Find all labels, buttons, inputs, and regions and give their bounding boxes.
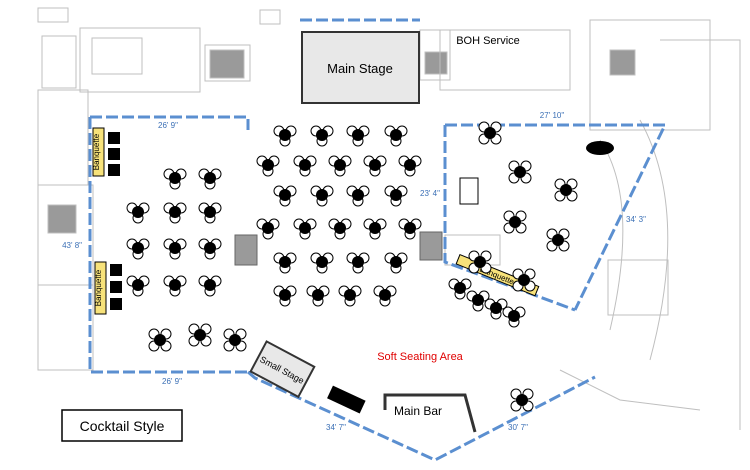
- main-bar: [383, 393, 477, 433]
- svg-text:Banquette: Banquette: [94, 269, 103, 306]
- cocktail-table: [273, 252, 297, 274]
- cocktail-table: [256, 155, 280, 177]
- soft-seat: [484, 298, 508, 320]
- cocktail-table: [363, 218, 387, 240]
- cocktail-table: [198, 202, 222, 224]
- cocktail-style-box: [61, 409, 183, 442]
- cocktail-table: [384, 125, 408, 147]
- dim-left-side: 43' 8": [62, 241, 82, 250]
- lounge-table: [223, 328, 247, 352]
- cocktail-table: [384, 252, 408, 274]
- cocktail-table: [373, 285, 397, 307]
- cocktail-table: [198, 275, 222, 297]
- dim-bottom-right: 30' 7": [508, 423, 528, 432]
- cocktail-table: [546, 228, 570, 252]
- cocktail-table: [306, 285, 330, 307]
- cocktail-table: [554, 178, 578, 202]
- dimension-labels: 26' 9" 27' 10" 43' 8" 26' 9" 23' 4" 34' …: [62, 111, 646, 432]
- soft-seat: [502, 306, 526, 328]
- dim-bottom-left: 26' 9": [162, 377, 182, 386]
- cocktail-table: [256, 218, 280, 240]
- cocktail-table: [398, 218, 422, 240]
- banquette-mid: Banquette: [94, 261, 122, 315]
- cocktail-table: [273, 285, 297, 307]
- dim-bottom-mid: 34' 7": [326, 423, 346, 432]
- main-bar-label: Main Bar: [394, 404, 442, 418]
- cocktail-table: [126, 275, 150, 297]
- cocktail-table: [126, 238, 150, 260]
- cocktail-table: [273, 185, 297, 207]
- cocktail-table: [503, 210, 527, 234]
- cocktail-table: [508, 160, 532, 184]
- conference-table: [586, 141, 614, 155]
- cocktail-table: [310, 252, 334, 274]
- cocktail-table: [363, 155, 387, 177]
- dim-top-left: 26' 9": [158, 121, 178, 130]
- cocktail-table: [310, 125, 334, 147]
- cocktail-table: [293, 218, 317, 240]
- main-stage: [301, 31, 420, 104]
- main-stage-label: Main Stage: [327, 61, 393, 76]
- cocktail-table: [346, 185, 370, 207]
- cocktail-table: [273, 125, 297, 147]
- cocktail-table: [293, 155, 317, 177]
- cocktail-table: [346, 252, 370, 274]
- cocktail-table: [398, 155, 422, 177]
- small-stage: Small Stage: [249, 340, 316, 399]
- cocktail-table: [478, 121, 502, 145]
- cocktail-tables: [126, 121, 614, 412]
- cocktail-table: [163, 275, 187, 297]
- cocktail-table: [198, 168, 222, 190]
- cocktail-table: [310, 185, 334, 207]
- cocktail-table: [510, 388, 534, 412]
- dim-top-right: 27' 10": [540, 111, 565, 120]
- cocktail-table: [126, 202, 150, 224]
- bar-table-bottom: [327, 385, 366, 414]
- svg-text:Banquette: Banquette: [92, 133, 101, 170]
- cocktail-table: [163, 168, 187, 190]
- cocktail-table: [384, 185, 408, 207]
- cocktail-table: [163, 202, 187, 224]
- cocktail-table: [328, 155, 352, 177]
- cocktail-table: [328, 218, 352, 240]
- cocktail-style-label: Cocktail Style: [80, 418, 165, 434]
- cocktail-table: [468, 250, 492, 274]
- lounge-table: [188, 323, 212, 347]
- cocktail-table: [512, 268, 536, 292]
- cocktail-table: [338, 285, 362, 307]
- banquette-top: Banquette: [92, 127, 120, 177]
- lounge-table: [148, 328, 172, 352]
- boh-service-label: BOH Service: [456, 35, 520, 47]
- dim-right-side: 34' 3": [626, 215, 646, 224]
- soft-seating-label: Soft Seating Area: [377, 351, 463, 363]
- dim-mid-wall: 23' 4": [420, 189, 440, 198]
- soft-seat: [448, 278, 472, 300]
- cocktail-table: [346, 125, 370, 147]
- soft-seat: [466, 290, 490, 312]
- cocktail-table: [198, 238, 222, 260]
- cocktail-table: [163, 238, 187, 260]
- lounge-sofa: [459, 177, 479, 205]
